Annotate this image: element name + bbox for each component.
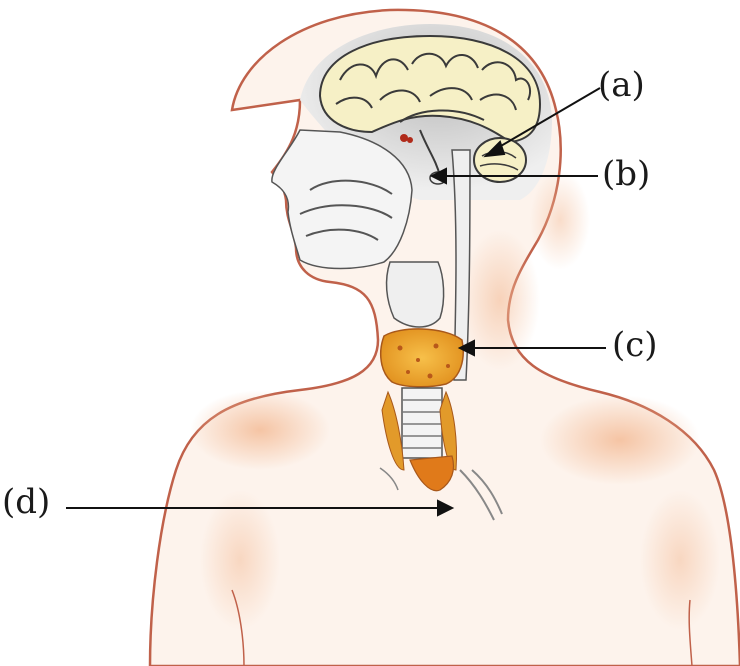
larynx: [385, 261, 445, 328]
pointer-c-head: [457, 339, 475, 357]
shoulder-shade-right: [540, 395, 700, 485]
arm-shade-left: [200, 490, 280, 630]
hypothalamus-dot-1: [400, 134, 408, 142]
label-d: (d): [2, 482, 51, 522]
neck-shade: [460, 230, 540, 370]
oral-line-1: [309, 179, 393, 195]
pointer-b-head: [429, 167, 447, 185]
label-a: (a): [598, 65, 645, 105]
pointer-a-head: [483, 140, 506, 158]
oral-line-3: [305, 228, 379, 241]
back-head-shade: [530, 170, 590, 270]
pointer-d-head: [437, 499, 455, 517]
thyroid-gland: [379, 328, 464, 388]
label-b: (b): [602, 154, 651, 194]
hypothalamus-dot-2: [407, 137, 413, 143]
brain-folds: [335, 52, 532, 123]
arm-line-left: [231, 589, 245, 666]
bronchi: [459, 469, 503, 521]
cerebellum: [473, 137, 527, 183]
bronchi-left: [379, 467, 399, 491]
arm-line-right: [688, 599, 693, 666]
oral-line-2: [299, 204, 393, 219]
thymus-lobe-left: [381, 390, 405, 471]
arm-shade-right: [640, 490, 720, 630]
thymus-lobe-right: [439, 390, 457, 471]
label-c: (c): [612, 325, 658, 365]
spinal-cord: [451, 149, 471, 381]
trachea: [401, 387, 443, 459]
shoulder-shade-left: [190, 390, 330, 470]
pointer-a-line: [493, 87, 601, 151]
thyroid-spots: [397, 343, 450, 379]
pointer-arrows: [66, 87, 606, 517]
face-profile: [271, 129, 413, 270]
brain: [318, 34, 542, 144]
thymus-base: [409, 455, 455, 492]
